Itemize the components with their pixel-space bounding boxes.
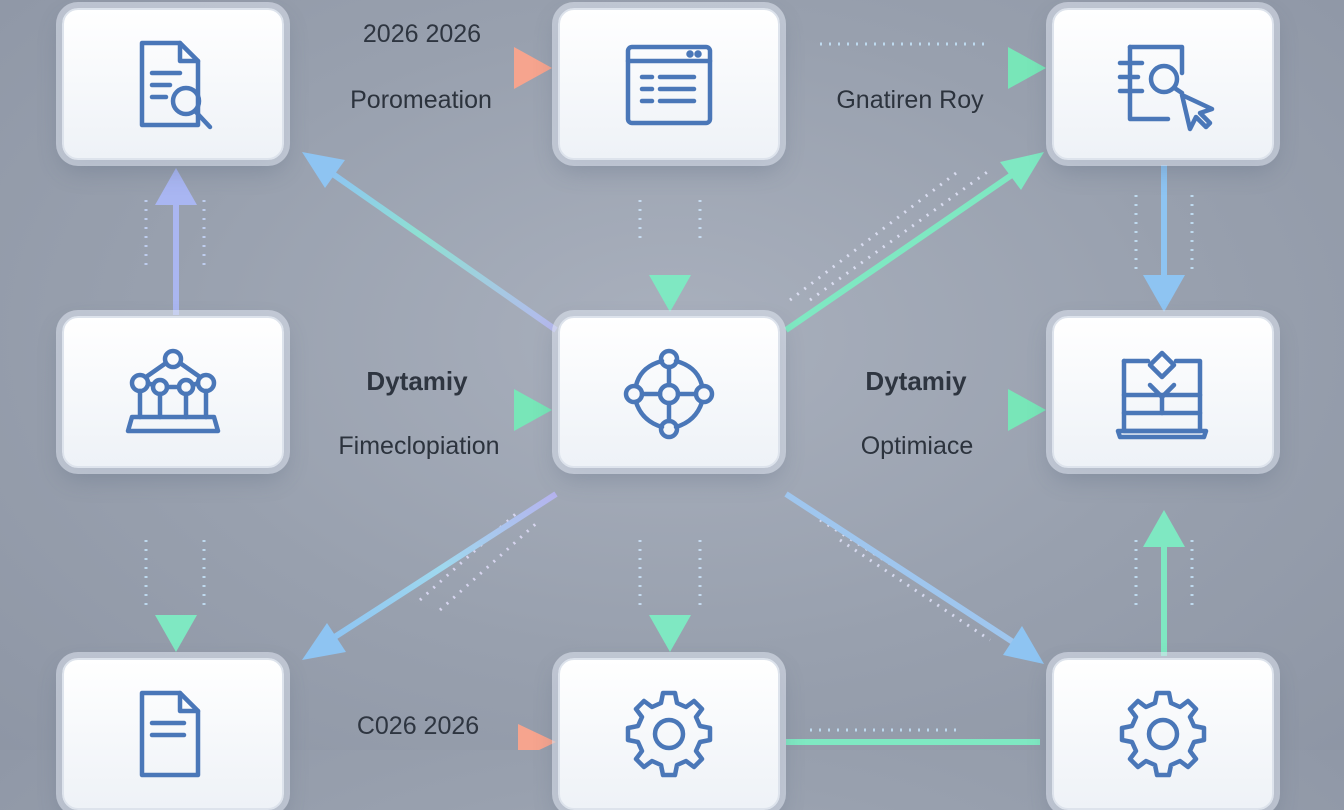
label-bottom-left-title: C026 2026 [356, 712, 480, 740]
node-top-middle[interactable] [558, 8, 780, 160]
label-mid-right-sub: Optimiace [860, 432, 974, 460]
arrow-center-to-bottom-right [784, 491, 1044, 664]
node-middle-right[interactable] [1052, 316, 1274, 468]
arrow-center-to-bottom-left [302, 491, 558, 660]
arrow-middle-left-to-center [292, 389, 552, 431]
network-node-icon [623, 348, 715, 440]
browser-window-icon [625, 44, 713, 126]
node-middle-left[interactable] [62, 316, 284, 468]
dotted-guides [144, 42, 1194, 732]
label-mid-left-title: Dytamiy [366, 366, 468, 396]
arrow-bottom-left-to-bottom-middle [292, 724, 556, 750]
arrow-center-to-middle-right [786, 389, 1046, 431]
label-top-right-sub: Gnatiren Roy [836, 86, 984, 114]
node-bottom-middle[interactable] [558, 658, 780, 810]
gear-icon [625, 690, 713, 778]
label-top-left-title: 2026 2026 [362, 20, 482, 48]
flow-diagram [144, 42, 1194, 750]
network-structure-icon [125, 348, 221, 434]
node-bottom-left[interactable] [62, 658, 284, 810]
node-top-right[interactable] [1052, 8, 1274, 160]
arrow-top-middle-to-top-right [786, 47, 1046, 89]
node-top-left[interactable] [62, 8, 284, 160]
arrow-top-left-to-top-middle [292, 47, 552, 89]
document-search-icon [139, 40, 213, 130]
arrow-bottom-right-to-middle-right [1143, 510, 1185, 656]
arrow-top-middle-to-center [649, 165, 691, 312]
layered-stack-icon [1115, 350, 1209, 440]
arrow-middle-left-to-bottom-left [155, 508, 197, 652]
search-cursor-icon [1117, 44, 1215, 132]
node-center[interactable] [558, 316, 780, 468]
arrow-center-to-top-right [784, 152, 1044, 333]
label-mid-right-title: Dytamiy [865, 366, 967, 396]
arrow-top-right-to-middle-right [1143, 165, 1185, 312]
arrow-center-to-bottom-middle [649, 508, 691, 652]
label-top-left-sub: Poromeation [350, 86, 492, 114]
node-bottom-right[interactable] [1052, 658, 1274, 810]
gear-icon [1119, 690, 1207, 778]
arrow-middle-left-to-top-left [155, 168, 197, 315]
arrow-center-to-top-left [302, 152, 558, 333]
label-mid-left-sub: Fimeclopiation [338, 432, 500, 460]
document-icon [139, 690, 201, 778]
